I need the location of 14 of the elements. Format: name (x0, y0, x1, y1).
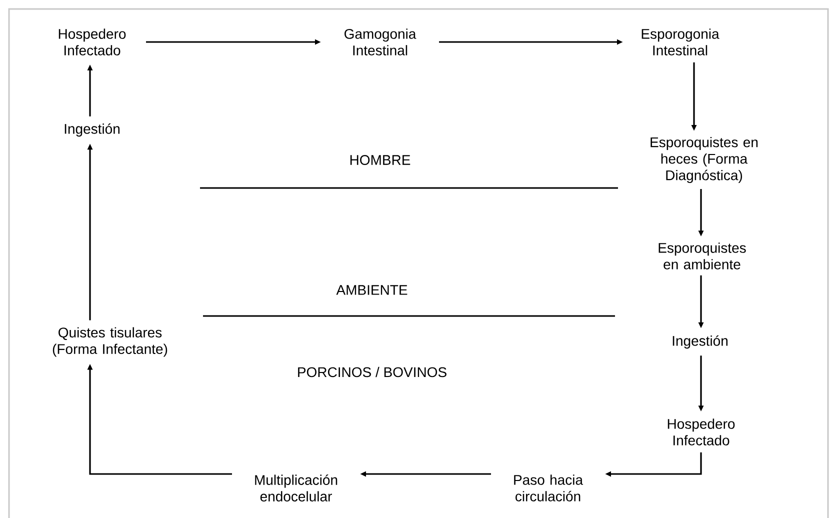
stage-text: Esporogonia Intestinal (642, 28, 720, 56)
stage-text: Multiplicación endocelular (255, 474, 338, 502)
zone-label: HOMBRE (350, 155, 410, 165)
zone-label: AMBIENTE (336, 285, 408, 295)
stage-text: Paso hacia circulación (514, 474, 584, 502)
stage-text: Ingestión (64, 123, 120, 137)
stage-text: Quistes tisulares (Forma Infectante) (52, 327, 168, 357)
stage-text: Esporoquistes en ambiente (658, 242, 746, 270)
zone-label: PORCINOS / BOVINOS (298, 366, 446, 378)
stage-text: Ingestión (672, 335, 728, 349)
stage-text: Hospedero Infectado (58, 28, 126, 56)
stage-text: Gamogonia Intestinal (344, 28, 416, 56)
stage-text: Esporoquistes en heces (Forma Diagnóstica) (650, 136, 758, 184)
stage-text: Hospedero Infectado (668, 418, 735, 446)
